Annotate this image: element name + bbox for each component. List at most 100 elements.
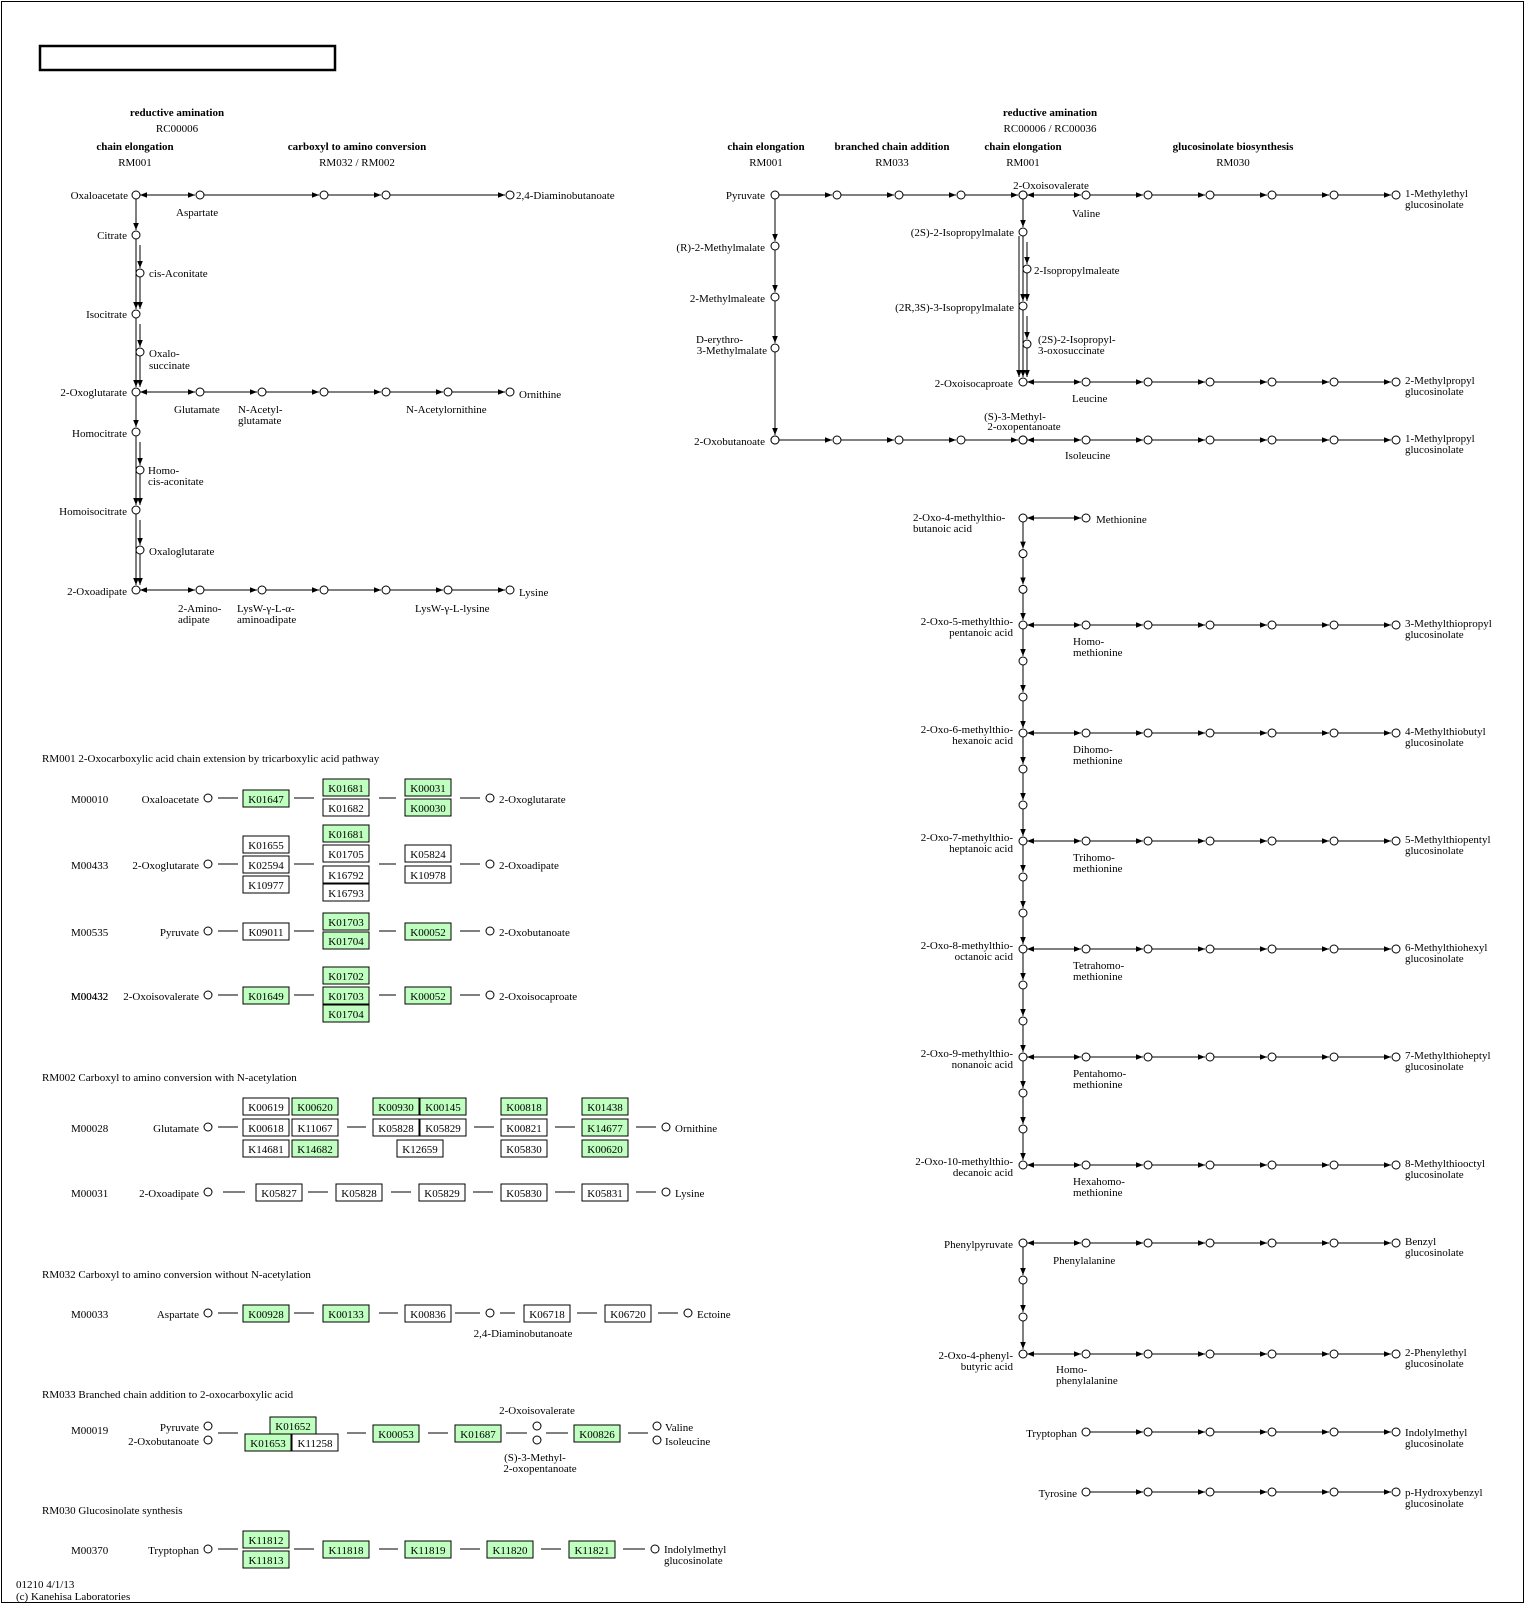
compound-node[interactable] [1081, 728, 1091, 738]
compound-node[interactable] [1081, 513, 1091, 523]
compound-node[interactable] [1081, 377, 1091, 387]
compound-node[interactable] [381, 190, 391, 200]
compound-node[interactable] [832, 190, 842, 200]
ko-box-k01653[interactable] [244, 1433, 292, 1452]
ko-box-k02594[interactable] [242, 855, 290, 874]
compound-node[interactable] [1143, 435, 1153, 445]
compound-node[interactable] [485, 1308, 495, 1318]
compound-node[interactable] [650, 1544, 660, 1554]
compound-node[interactable] [770, 292, 780, 302]
compound-node[interactable] [203, 793, 213, 803]
compound-node[interactable] [131, 427, 141, 437]
compound-node[interactable] [1018, 1124, 1028, 1134]
compound-node[interactable] [1081, 836, 1091, 846]
ko-box-k01681[interactable] [322, 778, 370, 797]
compound-node[interactable] [203, 1421, 213, 1431]
compound-node[interactable] [443, 585, 453, 595]
ko-box-k14681[interactable] [242, 1139, 290, 1158]
compound-node[interactable] [135, 268, 145, 278]
compound-node[interactable] [1022, 264, 1032, 274]
compound-node[interactable] [532, 1435, 542, 1445]
compound-node[interactable] [135, 545, 145, 555]
ko-box-k01655[interactable] [242, 835, 290, 854]
compound-node[interactable] [1018, 549, 1028, 559]
ko-box-k00620[interactable] [291, 1097, 339, 1116]
ko-box-k01704[interactable] [322, 1004, 370, 1023]
compound-node[interactable] [1267, 1487, 1277, 1497]
compound-node[interactable] [1391, 1052, 1401, 1062]
compound-node[interactable] [1391, 1427, 1401, 1437]
compound-node[interactable] [443, 387, 453, 397]
compound-node[interactable] [1081, 1052, 1091, 1062]
compound-node[interactable] [1018, 584, 1028, 594]
compound-node[interactable] [1329, 944, 1339, 954]
compound-node[interactable] [1018, 1275, 1028, 1285]
compound-node[interactable] [1018, 872, 1028, 882]
ko-box-k01702[interactable] [322, 966, 370, 985]
compound-node[interactable] [1018, 692, 1028, 702]
compound-node[interactable] [1081, 620, 1091, 630]
compound-node[interactable] [131, 230, 141, 240]
ko-box-k05824[interactable] [404, 844, 452, 863]
ko-box-k00821[interactable] [500, 1118, 548, 1137]
compound-node[interactable] [1018, 908, 1028, 918]
compound-node[interactable] [203, 990, 213, 1000]
compound-node[interactable] [1329, 1238, 1339, 1248]
ko-box-k10978[interactable] [404, 865, 452, 884]
compound-node[interactable] [1143, 1160, 1153, 1170]
compound-node[interactable] [195, 190, 205, 200]
ko-box-k00826[interactable] [573, 1424, 621, 1443]
compound-node[interactable] [1329, 620, 1339, 630]
compound-node[interactable] [257, 387, 267, 397]
compound-node[interactable] [1329, 1487, 1339, 1497]
ko-box-k00818[interactable] [500, 1097, 548, 1116]
ko-box-k14682[interactable] [291, 1139, 339, 1158]
compound-node[interactable] [894, 190, 904, 200]
compound-node[interactable] [1329, 1052, 1339, 1062]
ko-box-k11812[interactable] [242, 1530, 290, 1549]
ko-box-k11819[interactable] [404, 1540, 452, 1559]
compound-node[interactable] [1081, 1160, 1091, 1170]
compound-node[interactable] [1205, 836, 1215, 846]
compound-node[interactable] [956, 190, 966, 200]
compound-node[interactable] [1205, 1349, 1215, 1359]
compound-node[interactable] [319, 585, 329, 595]
compound-node[interactable] [135, 465, 145, 475]
compound-node[interactable] [1329, 1427, 1339, 1437]
compound-node[interactable] [1205, 944, 1215, 954]
ko-box-k05828[interactable] [335, 1183, 383, 1202]
compound-node[interactable] [1391, 435, 1401, 445]
compound-node[interactable] [1018, 1349, 1028, 1359]
compound-node[interactable] [1018, 1312, 1028, 1322]
compound-node[interactable] [1018, 944, 1028, 954]
compound-node[interactable] [1267, 1052, 1277, 1062]
compound-node[interactable] [1267, 836, 1277, 846]
compound-node[interactable] [1329, 728, 1339, 738]
compound-node[interactable] [1329, 377, 1339, 387]
ko-box-k05830[interactable] [500, 1139, 548, 1158]
compound-node[interactable] [485, 793, 495, 803]
compound-node[interactable] [1205, 620, 1215, 630]
compound-node[interactable] [770, 435, 780, 445]
ko-box-k00928[interactable] [242, 1304, 290, 1323]
ko-box-k12659[interactable] [396, 1139, 444, 1158]
compound-node[interactable] [381, 585, 391, 595]
compound-node[interactable] [832, 435, 842, 445]
compound-node[interactable] [661, 1187, 671, 1197]
compound-node[interactable] [1205, 1487, 1215, 1497]
compound-node[interactable] [1018, 227, 1028, 237]
ko-box-k05827[interactable] [255, 1183, 303, 1202]
compound-node[interactable] [1018, 1238, 1028, 1248]
ko-box-k01649[interactable] [242, 986, 290, 1005]
ko-box-k01703[interactable] [322, 986, 370, 1005]
compound-node[interactable] [1018, 513, 1028, 523]
compound-node[interactable] [1143, 836, 1153, 846]
ko-box-k00620[interactable] [581, 1139, 629, 1158]
compound-node[interactable] [1143, 1427, 1153, 1437]
compound-node[interactable] [1205, 1238, 1215, 1248]
compound-node[interactable] [1391, 1349, 1401, 1359]
compound-node[interactable] [770, 343, 780, 353]
compound-node[interactable] [1329, 836, 1339, 846]
compound-node[interactable] [195, 387, 205, 397]
ko-box-k09011[interactable] [242, 922, 290, 941]
